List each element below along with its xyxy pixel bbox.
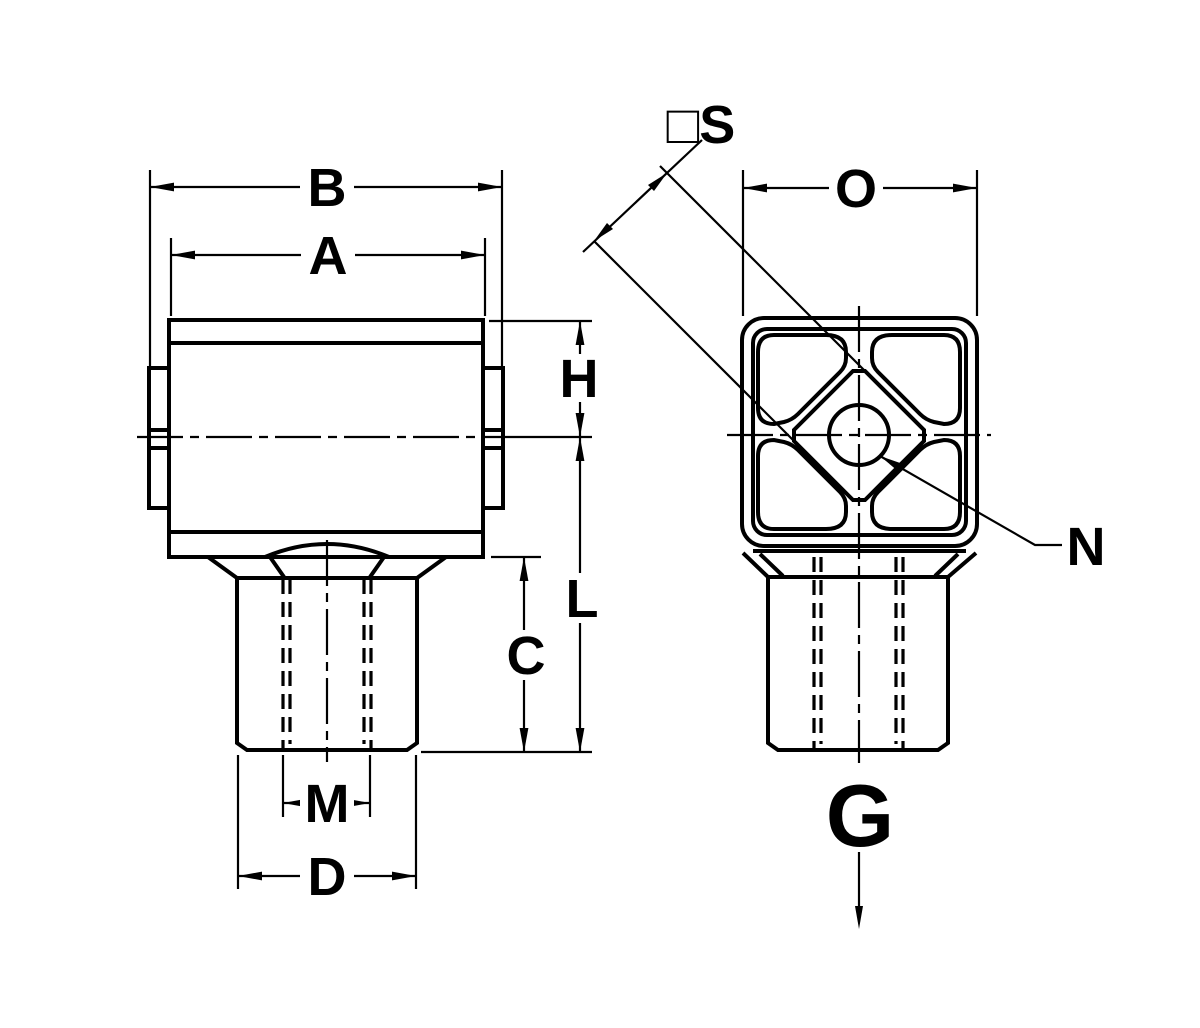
dim-label-G: G: [826, 766, 894, 865]
side-corner-lobe-bottom-right: [870, 437, 962, 531]
side-neck-slant-lines: [741, 551, 978, 579]
dim-label-C: C: [507, 626, 546, 686]
front-view: B A H L C M D: [137, 158, 604, 907]
side-corner-lobe-top-right: [870, 333, 962, 427]
label-mask-B: [300, 164, 354, 210]
side-thread-hidden-lines: [812, 557, 905, 749]
dim-label-L: L: [566, 569, 599, 629]
side-square-drive-diamond: [792, 369, 926, 502]
axis-arrowhead-G: [855, 906, 863, 929]
front-right-tab-groove-lines: [483, 428, 503, 450]
label-mask-L: [560, 573, 604, 623]
side-corner-lobe-bottom-left: [756, 437, 848, 531]
side-view: O □S N G: [582, 95, 1106, 929]
front-left-tab-groove-lines: [149, 428, 169, 450]
arrowhead-S-upper: [648, 173, 667, 191]
front-countersink-slant-lines: [268, 555, 386, 579]
extension-lines-B: [148, 170, 504, 368]
dim-label-M: M: [305, 774, 350, 834]
arrowhead-S-lower: [594, 223, 613, 241]
label-mask-O: [829, 165, 883, 211]
side-corner-lobe-top-left: [756, 333, 848, 427]
front-thread-hidden-lines: [281, 579, 373, 749]
dim-label-B: B: [308, 158, 347, 218]
label-mask-A: [301, 232, 355, 278]
front-neck-slant-lines: [206, 555, 448, 580]
dim-label-H: H: [560, 349, 599, 409]
arrowhead-N: [880, 456, 903, 472]
label-mask-M: [300, 779, 354, 827]
dim-label-A: A: [309, 226, 348, 286]
side-countersink-slant-lines: [758, 552, 960, 578]
front-body-outline: [167, 318, 485, 559]
leader-line-N: [879, 455, 1062, 547]
dim-label-D: D: [308, 847, 347, 907]
dim-label-N: N: [1067, 517, 1106, 577]
extension-lines-D: [236, 755, 418, 889]
label-mask-H: [556, 354, 602, 402]
label-mask-D: [300, 852, 354, 900]
dim-label-S: □S: [667, 95, 736, 155]
extension-lines-S: [593, 165, 866, 442]
dim-label-O: O: [835, 159, 877, 219]
side-stem-outline: [766, 575, 950, 752]
label-mask-C: [501, 630, 551, 680]
front-stem-outline: [235, 576, 419, 752]
extension-lines-O: [741, 170, 979, 316]
